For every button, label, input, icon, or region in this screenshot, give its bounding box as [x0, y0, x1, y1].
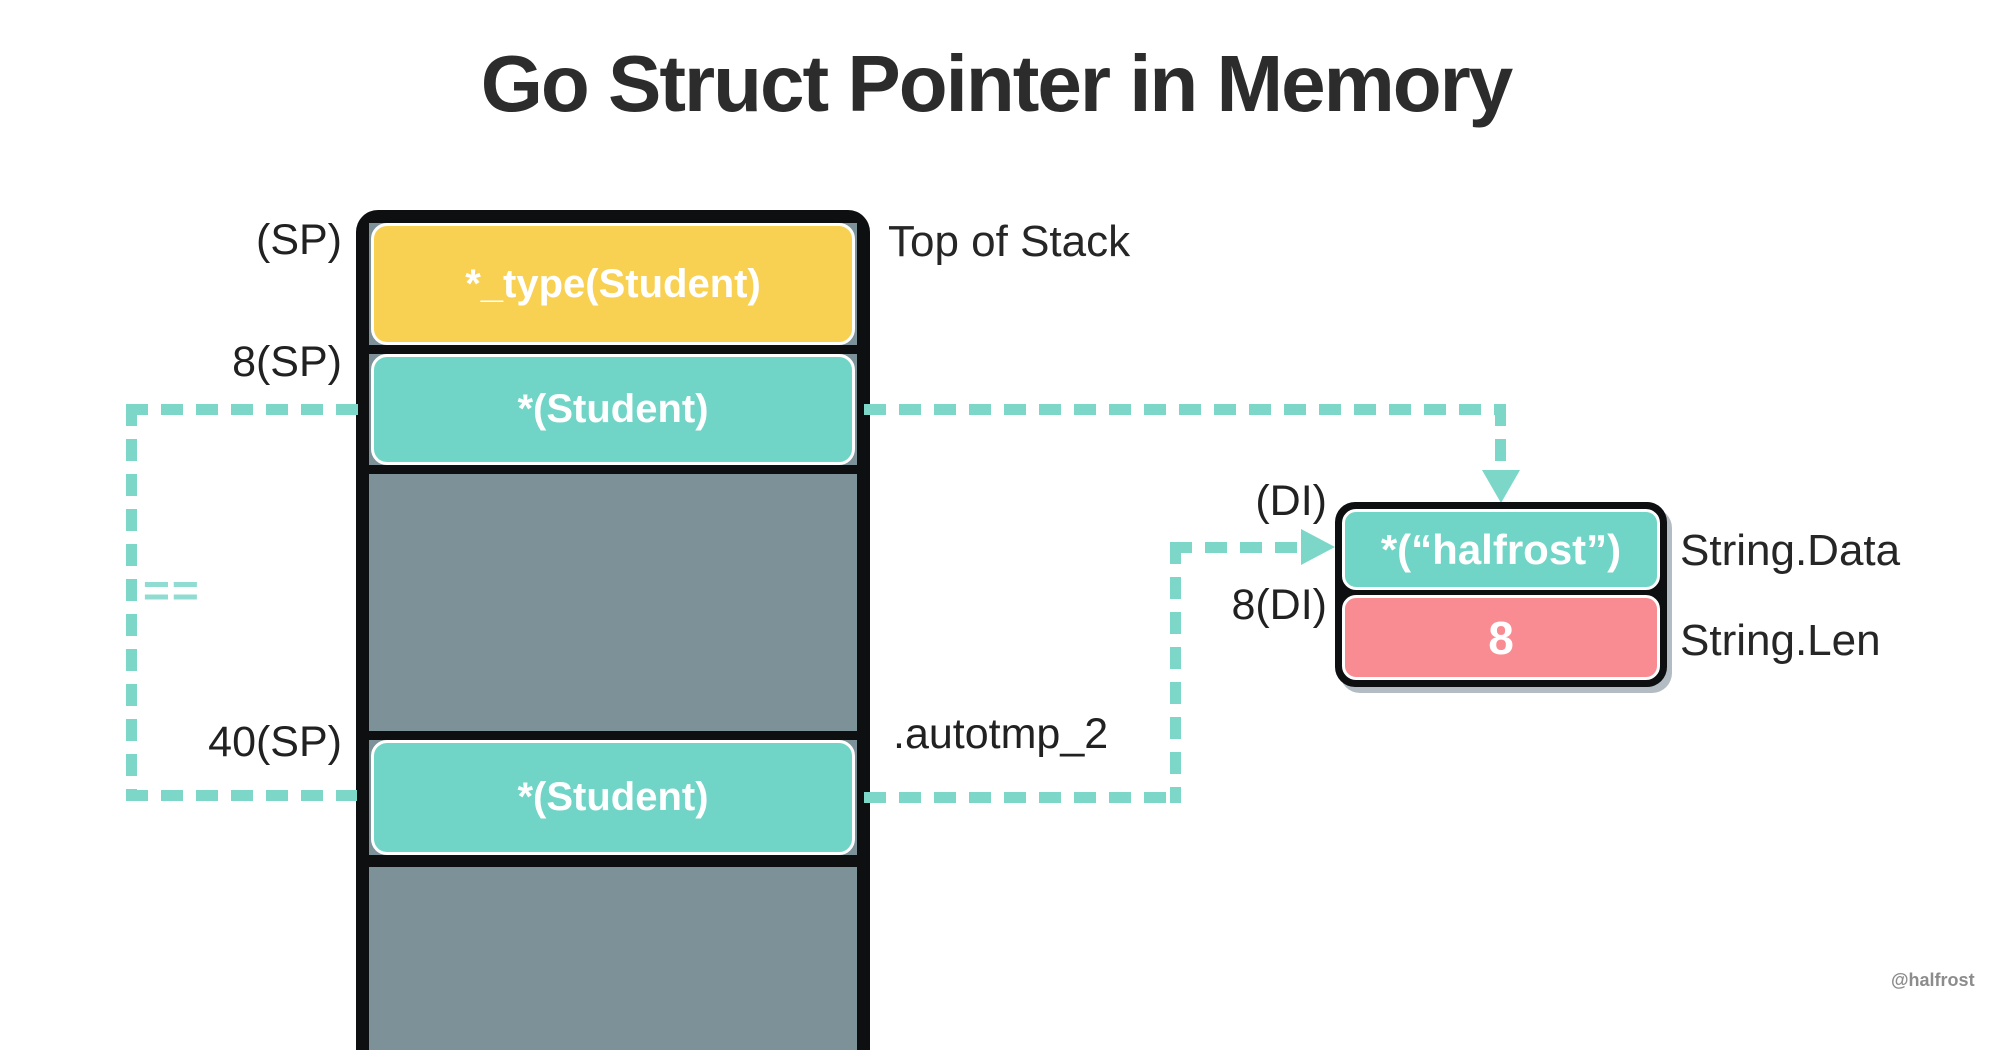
arrowhead-down-icon [1482, 470, 1520, 503]
stack-slot-8sp: *(Student) [369, 354, 857, 465]
memory-cell-struct-pointer-1: *(Student) [371, 354, 855, 465]
memory-cell-struct-pointer-2: *(Student) [371, 740, 855, 855]
memory-cell-value: *(Student) [517, 775, 709, 819]
offset-label-8sp: 8(SP) [232, 338, 342, 386]
pointer-line-top-drop [1495, 404, 1506, 472]
top-of-stack-label: Top of Stack [888, 217, 1131, 266]
memory-cell-value: *_type(Student) [465, 261, 761, 306]
string-len-value: 8 [1488, 611, 1514, 664]
arrowhead-right-icon [1301, 529, 1335, 565]
equality-label: == [143, 564, 201, 616]
string-len-field-label: String.Len [1680, 616, 1881, 665]
pointer-line-bottom-rise [1170, 542, 1181, 803]
string-len-cell: 8 [1342, 595, 1660, 680]
pointer-line-bottom [864, 792, 1181, 803]
string-data-field-label: String.Data [1680, 526, 1901, 575]
pointer-line-top [864, 404, 1506, 415]
string-struct-box: *(“halfrost”) 8 [1335, 502, 1667, 687]
stack-slot-sp: *_type(Student) [369, 223, 857, 345]
pointer-line-bottom-entry [1170, 542, 1302, 553]
pointer-line-left-vertical [126, 404, 137, 801]
watermark: @halfrost [1891, 970, 1975, 990]
diagram-canvas: Go Struct Pointer in Memory *_type(Stude… [126, 39, 1975, 1050]
stack-frame: *_type(Student) *(Student) *(Student) [356, 210, 870, 1050]
pointer-line-left-top [126, 404, 362, 415]
offset-label-40sp: 40(SP) [208, 718, 342, 766]
pointer-line-left-bottom [126, 790, 357, 801]
memory-cell-type-pointer: *_type(Student) [371, 223, 855, 345]
page-title: Go Struct Pointer in Memory [480, 39, 1514, 128]
offset-label-8di: 8(DI) [1231, 581, 1327, 629]
stack-slot-empty-1 [369, 474, 857, 731]
string-data-value: *(“halfrost”) [1380, 525, 1622, 573]
string-data-cell: *(“halfrost”) [1342, 509, 1660, 590]
offset-label-di: (DI) [1255, 477, 1327, 525]
memory-cell-value: *(Student) [517, 387, 709, 431]
stack-slot-empty-2 [369, 867, 857, 1050]
offset-label-sp: (SP) [256, 216, 342, 264]
stack-slot-40sp: *(Student) [369, 740, 857, 855]
autotmp-label: .autotmp_2 [893, 710, 1109, 758]
